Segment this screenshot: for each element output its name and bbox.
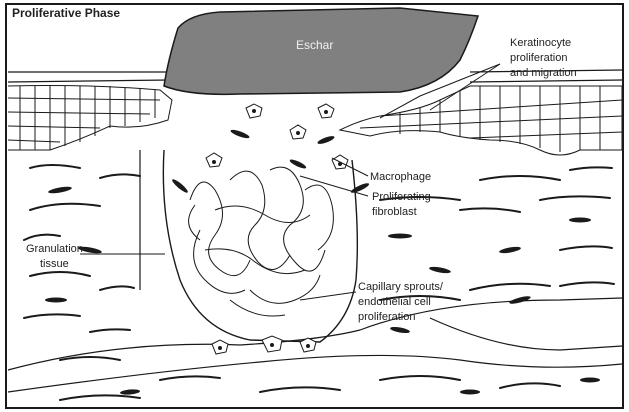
keratinocyte-label-line1: Keratinocyte: [510, 36, 577, 51]
granulation-label-line2: tissue: [26, 257, 83, 272]
fibroblast-label-line2: fibroblast: [372, 205, 431, 220]
keratinocyte-label-line3: and migration: [510, 66, 577, 81]
macrophage-label: Macrophage: [370, 170, 431, 185]
capillary-label-line2: endothelial cell: [358, 295, 443, 310]
fibroblast-label-line1: Proliferating: [372, 190, 431, 205]
keratinocyte-label: Keratinocyte proliferation and migration: [510, 36, 577, 81]
eschar-label: Eschar: [296, 38, 333, 53]
capillary-label: Capillary sprouts/ endothelial cell prol…: [358, 280, 443, 325]
fibroblast-label: Proliferating fibroblast: [372, 190, 431, 220]
diagram-title: Proliferative Phase: [12, 6, 120, 21]
capillary-label-line3: proliferation: [358, 310, 443, 325]
capillary-label-line1: Capillary sprouts/: [358, 280, 443, 295]
keratinocyte-label-line2: proliferation: [510, 51, 577, 66]
granulation-label: Granulation tissue: [26, 242, 83, 272]
granulation-label-line1: Granulation: [26, 242, 83, 257]
